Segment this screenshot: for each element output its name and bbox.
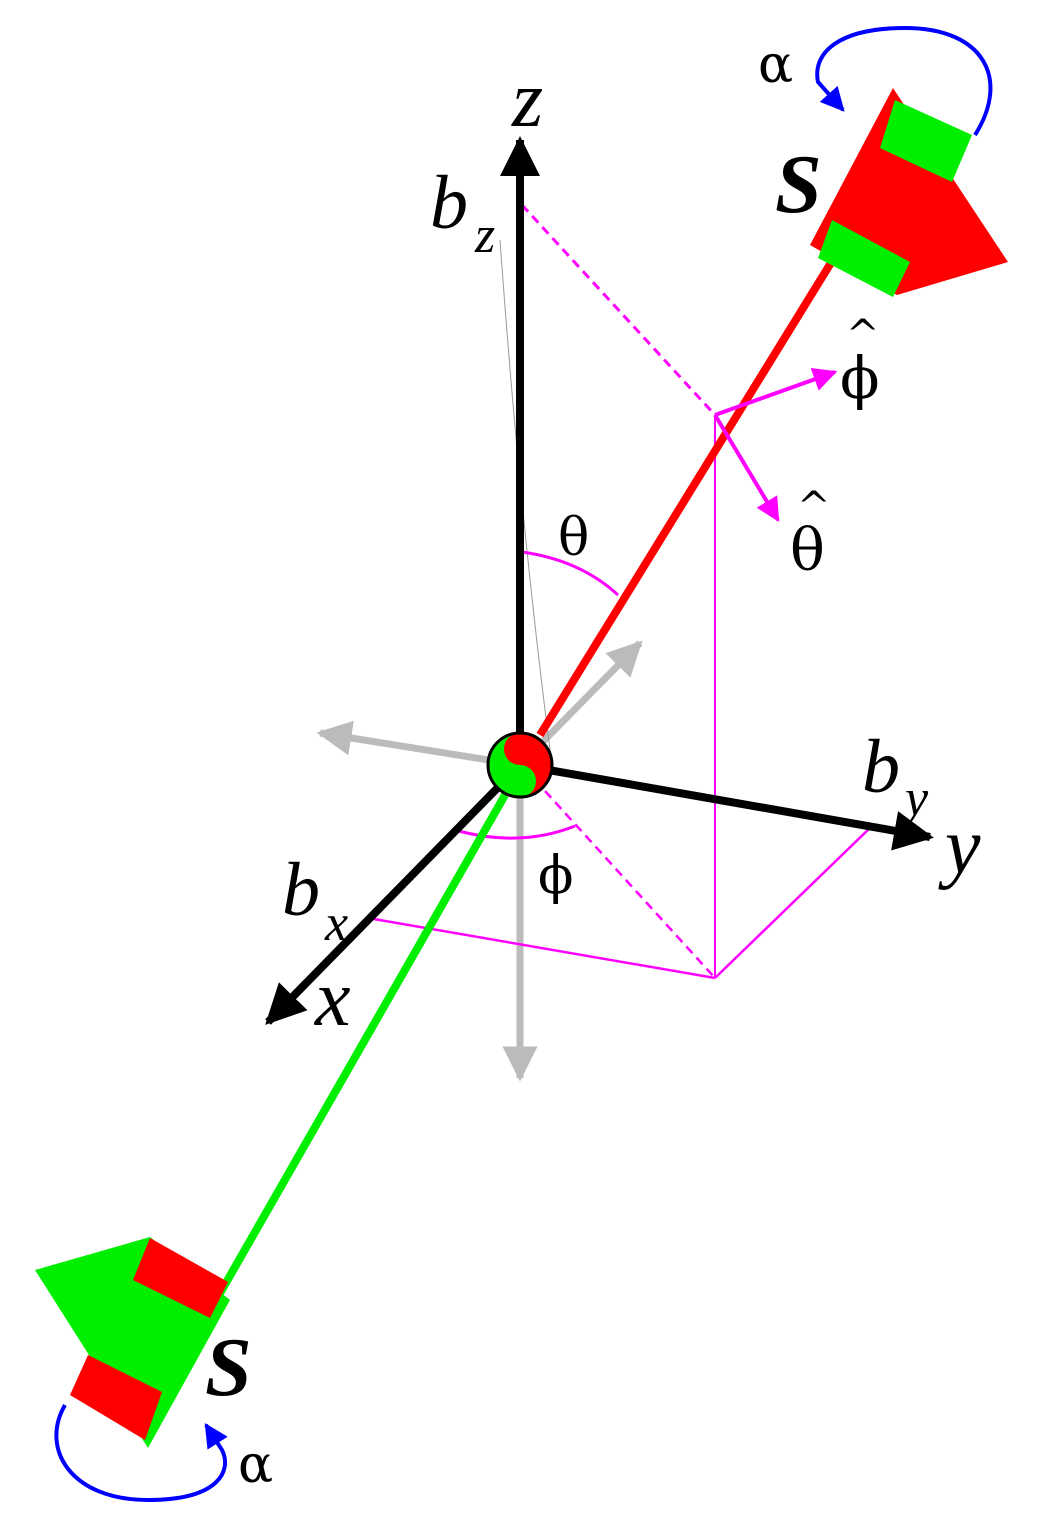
theta-hat-arrow [713,413,780,523]
projection-bz-dashed [520,203,717,417]
spin-arrowhead-bottom [35,1237,230,1448]
theta-arc [521,550,620,597]
alpha-label-bottom: α [238,1435,273,1495]
spin-line-down [211,793,509,1304]
guide-curve [499,239,553,766]
phi-label: ϕ [538,846,573,906]
arrowhead-top-band-lower [818,220,910,297]
axis-label-x: x [314,955,351,1043]
label-by: b y [862,725,929,827]
label-bz: b z [430,161,495,264]
spin-label-bottom: S [205,1321,252,1414]
projection-lines [367,203,874,980]
projection-by [714,824,874,979]
spin-label-top: S [775,138,822,231]
y-axis [519,761,934,851]
rotation-arc-bottom [54,1403,228,1503]
phi-arc [454,824,576,840]
svg-text:b: b [862,725,900,809]
spin-line-up [536,237,849,738]
arrowhead-bottom-band-lower [70,1355,162,1440]
axis-label-z: z [511,56,543,144]
x-axis [265,762,523,1025]
arrowhead-top-band-upper [880,100,972,182]
svg-text:b: b [430,161,468,245]
alpha-label-top: α [758,35,793,95]
arrowhead-bottom-band-upper [133,1238,228,1318]
svg-text:θ: θ [790,516,825,584]
svg-text:x: x [324,895,348,952]
svg-text:^: ^ [797,484,831,530]
origin-sphere [486,731,554,799]
theta-hat-label: ^ θ [790,484,831,584]
ghost-axis-left [316,720,521,769]
svg-text:^: ^ [846,312,880,358]
phi-hat-arrow [714,367,838,417]
svg-text:ϕ: ϕ [840,344,880,412]
svg-text:z: z [474,207,495,264]
axis-label-y: y [938,803,981,891]
phi-hat-label: ^ ϕ [840,312,880,412]
ghost-axes [316,640,643,1082]
svg-text:y: y [900,770,929,827]
rotation-arc-top [815,25,993,137]
spin-arrowhead-top [810,88,1008,297]
theta-label: θ [558,508,589,568]
main-axes [265,136,934,1025]
label-bx: b x [282,848,348,952]
svg-text:b: b [282,848,320,932]
